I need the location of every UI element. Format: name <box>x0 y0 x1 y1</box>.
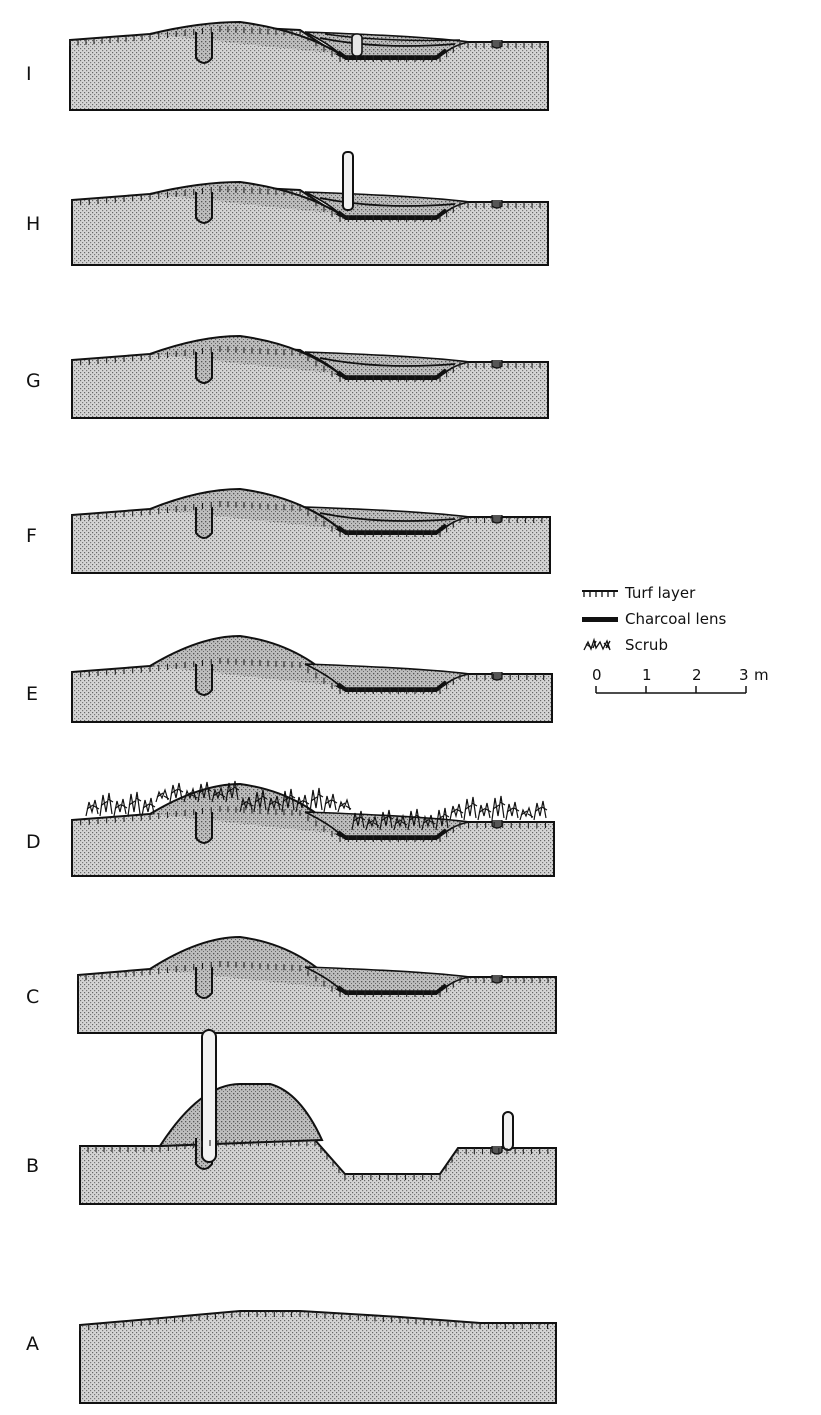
section-g <box>72 336 548 418</box>
section-label-c: C <box>26 986 39 1008</box>
section-f <box>72 489 550 573</box>
section-b <box>80 1030 556 1204</box>
scale-tick-2: 2 <box>692 666 702 684</box>
section-label-i: I <box>26 63 32 85</box>
section-c <box>78 937 556 1033</box>
post-right <box>503 1112 513 1150</box>
scale-tick-1: 1 <box>642 666 652 684</box>
turf-layer-icon <box>582 591 618 597</box>
charcoal-lens-icon <box>582 617 618 622</box>
section-h <box>72 152 548 265</box>
scale-tick-0: 0 <box>592 666 602 684</box>
section-a <box>80 1311 556 1403</box>
scale-tick-3: 3 <box>739 666 749 684</box>
legend-charcoal-label: Charcoal lens <box>625 610 726 628</box>
post-left <box>202 1030 216 1162</box>
scale-unit: m <box>754 666 769 684</box>
section-label-a: A <box>26 1333 39 1355</box>
section-e <box>72 636 552 722</box>
section-label-f: F <box>26 525 37 547</box>
section-label-b: B <box>26 1155 39 1177</box>
section-label-h: H <box>26 213 40 235</box>
legend-turf-label: Turf layer <box>624 584 696 602</box>
scale-bar: 0 1 2 3 m <box>592 666 769 693</box>
section-d <box>72 781 554 876</box>
section-label-g: G <box>26 370 41 392</box>
section-label-e: E <box>26 683 38 705</box>
legend-scrub-label: Scrub <box>625 636 668 654</box>
section-i <box>70 22 548 110</box>
scrub-icon <box>584 640 610 650</box>
section-label-d: D <box>26 831 41 853</box>
legend: Turf layer Charcoal lens Scrub 0 1 2 3 m <box>582 584 769 693</box>
